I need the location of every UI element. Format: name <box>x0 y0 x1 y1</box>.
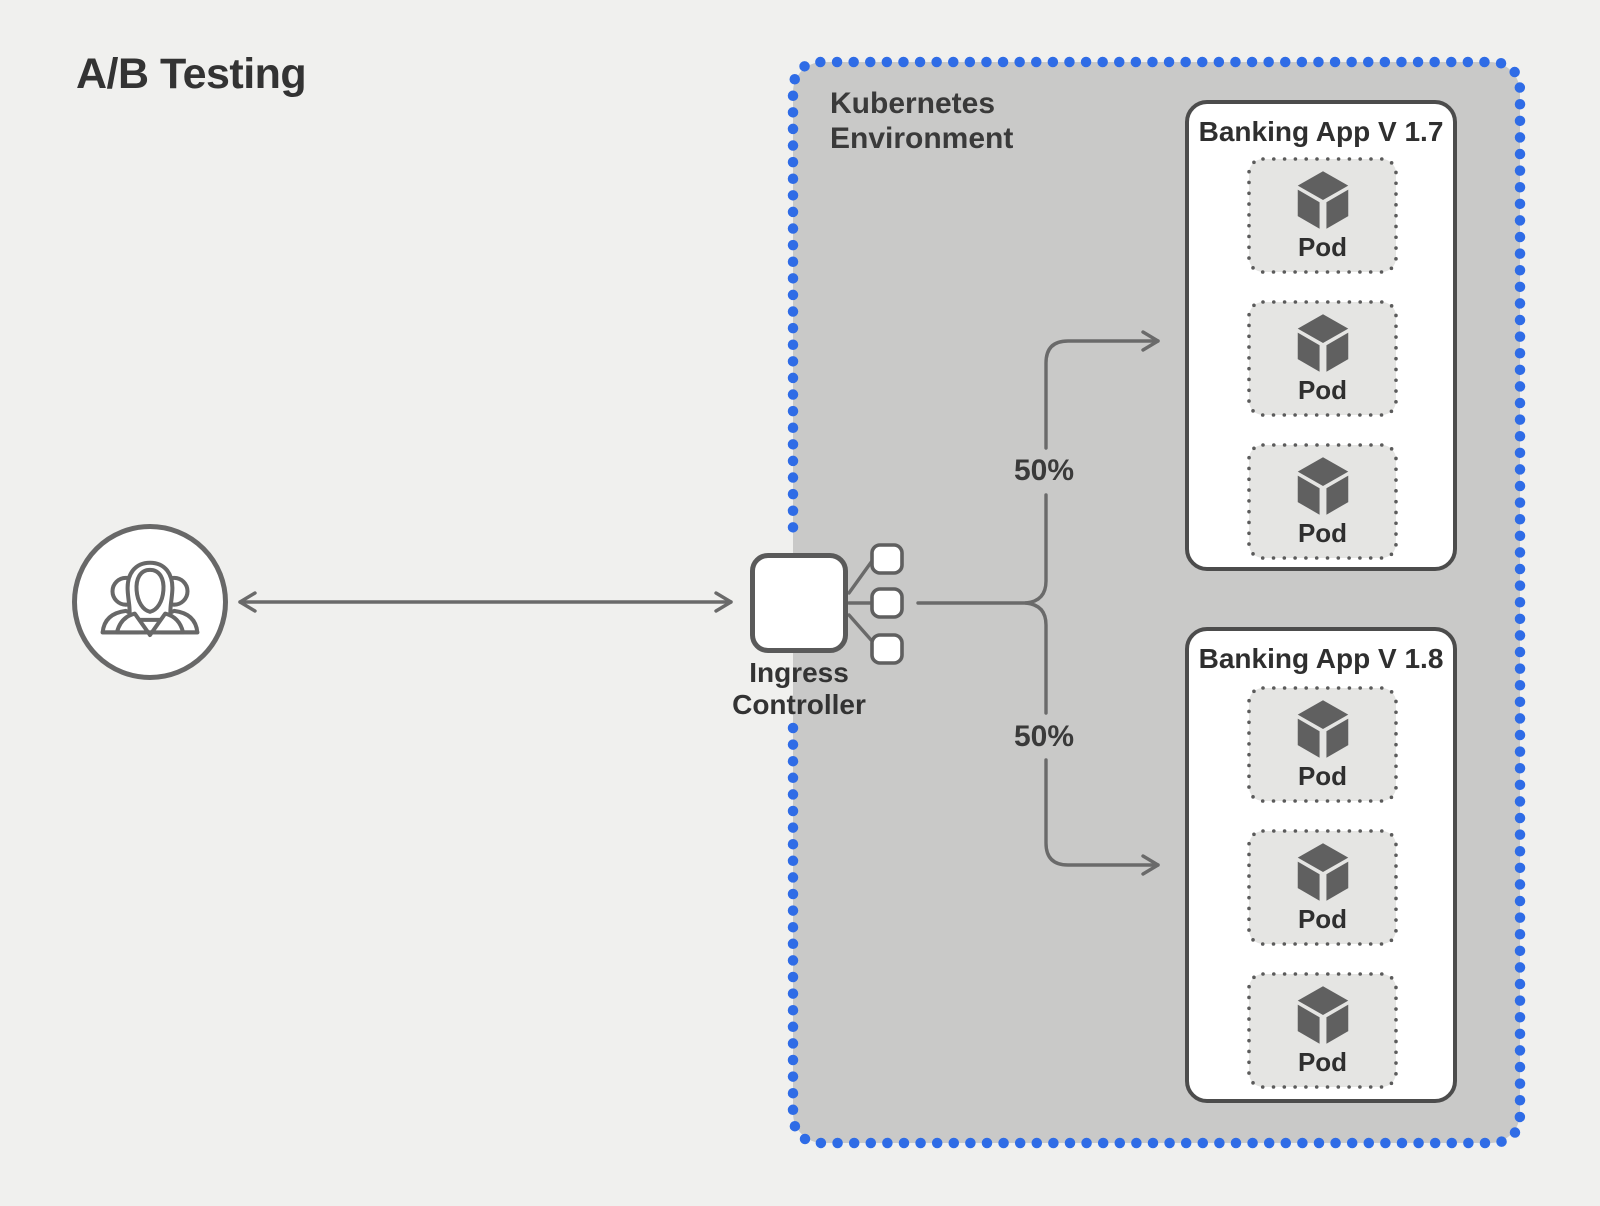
fan-square-bottom <box>870 633 904 665</box>
pod-box: Pod <box>1247 157 1398 274</box>
cube-icon <box>1297 171 1348 229</box>
banking-app-v18-box: Banking App V 1.8 Pod <box>1185 627 1457 1103</box>
branch-v18-arrow <box>1044 758 1160 876</box>
branch-v18-upper-segment <box>1024 601 1048 715</box>
pod-label: Pod <box>1297 761 1348 791</box>
cube-icon <box>1297 314 1348 372</box>
users-group-icon <box>72 524 228 680</box>
fan-square-top <box>870 543 904 575</box>
pod-box: Pod <box>1247 829 1398 946</box>
traffic-split-label-v17: 50% <box>1013 454 1075 487</box>
fan-square-middle <box>870 587 904 619</box>
cube-icon <box>1297 986 1348 1044</box>
cube-icon <box>1297 700 1348 758</box>
ingress-fan-line-bottom <box>847 613 874 643</box>
kubernetes-environment-label: Kubernetes Environment <box>830 87 1014 156</box>
pod-dotted-frame <box>1247 157 1398 274</box>
ingress-fan-line-top <box>847 559 874 595</box>
pod-label: Pod <box>1297 518 1348 548</box>
pod-box: Pod <box>1247 300 1398 417</box>
ingress-fan-squares <box>870 543 904 665</box>
pod-box: Pod <box>1247 686 1398 803</box>
pod-dotted-frame <box>1247 300 1398 417</box>
pod-dotted-frame <box>1247 829 1398 946</box>
banking-app-v17-box: Banking App V 1.7 Pod <box>1185 100 1457 571</box>
traffic-split-label-v18: 50% <box>1013 720 1075 753</box>
pod-dotted-frame <box>1247 686 1398 803</box>
kubernetes-environment-dotted-border <box>787 56 1526 1149</box>
pod-label: Pod <box>1297 232 1348 262</box>
pod-dotted-frame <box>1247 972 1398 1089</box>
pod-label: Pod <box>1297 904 1348 934</box>
pod-label: Pod <box>1297 1047 1348 1077</box>
cube-icon <box>1297 843 1348 901</box>
page-title: A/B Testing <box>76 50 307 98</box>
pod-label: Pod <box>1297 375 1348 405</box>
cube-icon <box>1297 457 1348 515</box>
pod-box: Pod <box>1247 972 1398 1089</box>
banking-app-v17-title: Banking App V 1.7 <box>1198 116 1444 147</box>
banking-app-v18-title: Banking App V 1.8 <box>1198 643 1444 674</box>
ingress-controller-node <box>750 553 848 653</box>
branch-v17-arrow <box>1044 330 1160 450</box>
pod-box: Pod <box>1247 443 1398 560</box>
pod-dotted-frame <box>1247 443 1398 560</box>
users-group-glyph <box>100 560 200 638</box>
ingress-controller-label: Ingress Controller <box>732 657 866 721</box>
